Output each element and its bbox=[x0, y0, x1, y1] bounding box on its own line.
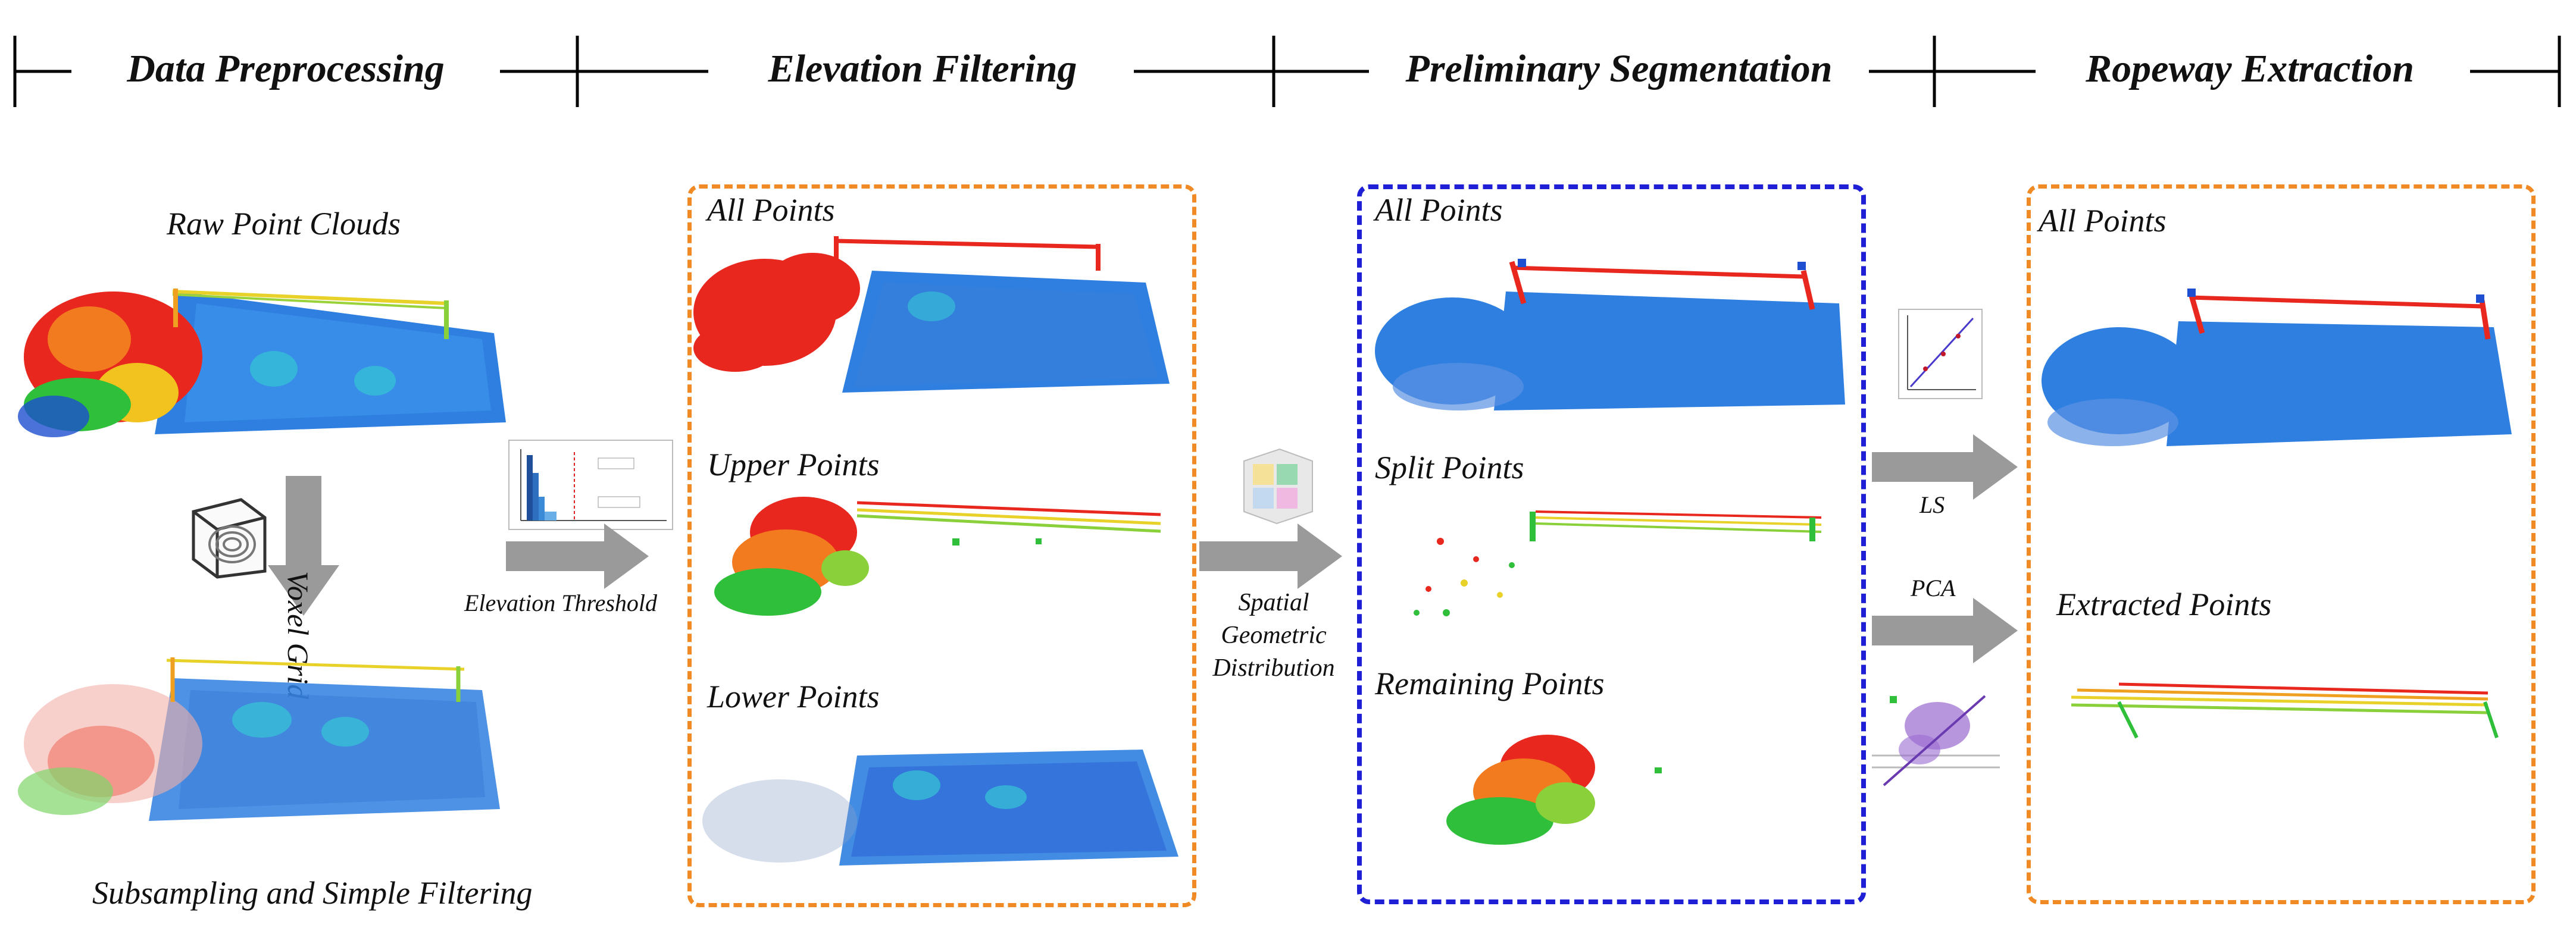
voxel-cube-icon bbox=[192, 498, 267, 579]
subsampled-point-cloud-image bbox=[18, 657, 500, 821]
segmentation-remaining-points-image bbox=[1446, 735, 1662, 845]
stage-timeline bbox=[13, 36, 2561, 107]
pca-arrow bbox=[1872, 598, 2018, 663]
segmentation-split-label: Split Points bbox=[1375, 450, 1524, 485]
elevation-all-points-image bbox=[693, 236, 1170, 393]
stage-title-segmentation: Preliminary Segmentation bbox=[1405, 47, 1833, 90]
raw-point-cloud-image bbox=[18, 289, 506, 437]
spatial-label-line-3: Distribution bbox=[1212, 654, 1335, 682]
raw-point-clouds-label: Raw Point Clouds bbox=[167, 206, 401, 242]
elevation-threshold-label: Elevation Threshold bbox=[464, 590, 658, 616]
segmentation-panel bbox=[1357, 184, 1866, 904]
extraction-extracted-points-image bbox=[2071, 682, 2499, 739]
stage-title-preprocessing: Data Preprocessing bbox=[127, 47, 445, 90]
pca-label: PCA bbox=[1911, 575, 1956, 601]
stage-title-extraction: Ropeway Extraction bbox=[2086, 47, 2414, 90]
extraction-panel bbox=[2027, 184, 2536, 904]
stage-title-elevation: Elevation Filtering bbox=[768, 47, 1077, 90]
segmentation-remaining-label: Remaining Points bbox=[1375, 666, 1605, 701]
elevation-upper-points-image bbox=[714, 497, 1161, 616]
elevation-histogram-thumbnail bbox=[508, 440, 673, 530]
elevation-arrow bbox=[506, 524, 649, 589]
extraction-all-points-image bbox=[2042, 289, 2512, 446]
elevation-panel bbox=[687, 184, 1196, 907]
spatial-label-line-2: Geometric bbox=[1221, 622, 1327, 649]
extraction-extracted-label: Extracted Points bbox=[2056, 587, 2272, 622]
ls-label: LS bbox=[1920, 491, 1945, 518]
segmentation-all-label: All Points bbox=[1375, 192, 1503, 228]
segmentation-arrow bbox=[1199, 524, 1342, 589]
elevation-all-label: All Points bbox=[707, 192, 835, 228]
spatial-cube-icon bbox=[1243, 448, 1313, 525]
ls-arrow bbox=[1872, 434, 2018, 500]
segmentation-all-points-image bbox=[1375, 259, 1845, 410]
elevation-lower-label: Lower Points bbox=[707, 679, 880, 714]
subsampling-label: Subsampling and Simple Filtering bbox=[92, 875, 533, 911]
extraction-all-label: All Points bbox=[2039, 203, 2167, 239]
voxel-grid-arrow bbox=[268, 476, 339, 616]
elevation-lower-points-image bbox=[702, 750, 1178, 866]
least-squares-fit-thumbnail bbox=[1898, 309, 1983, 399]
segmentation-split-points-image bbox=[1414, 510, 1822, 616]
elevation-upper-label: Upper Points bbox=[707, 447, 880, 482]
spatial-label-line-1: Spatial bbox=[1238, 589, 1309, 616]
pca-scatter-thumbnail bbox=[1872, 695, 2000, 786]
